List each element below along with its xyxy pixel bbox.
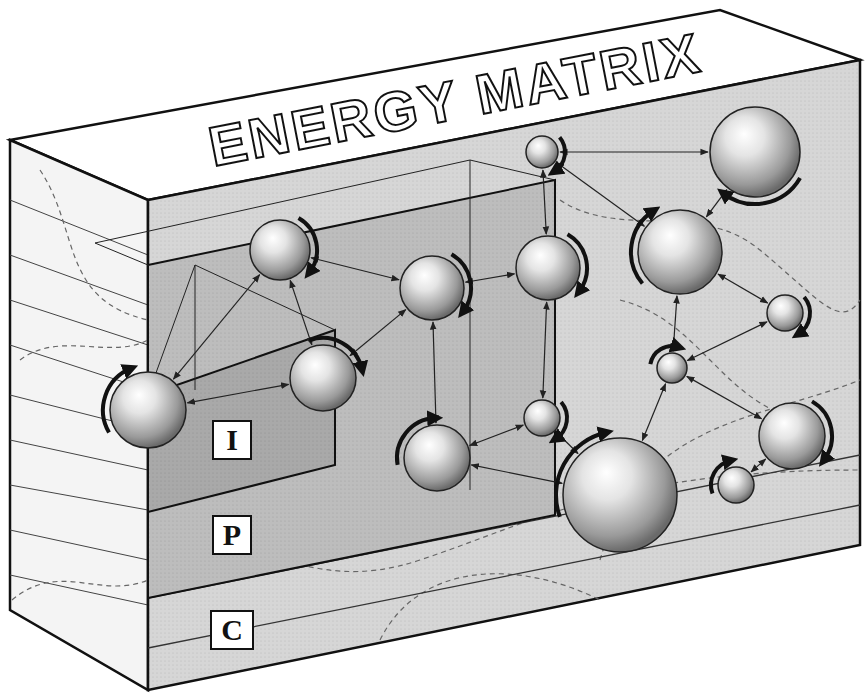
energy-sphere [526, 136, 558, 168]
spin-arrow [798, 297, 810, 334]
energy-sphere [563, 438, 677, 552]
spin-arrow [556, 433, 606, 517]
interaction-arrow [557, 163, 645, 227]
layer-letter: C [221, 614, 243, 646]
spin-arrow [397, 418, 435, 465]
layer-letter: I [226, 424, 238, 456]
interaction-arrow [543, 302, 547, 398]
matrix-title: ENERGY MATRIX [204, 25, 706, 175]
interaction-arrow [290, 280, 312, 344]
interaction-arrow [187, 384, 288, 403]
energy-sphere [516, 236, 580, 300]
interaction-arrow [543, 170, 546, 234]
interaction-arrow [687, 322, 767, 361]
interaction-arrow [470, 425, 524, 445]
interaction-arrow [673, 296, 677, 351]
interaction-arrow [751, 459, 766, 472]
interaction-arrow [173, 275, 259, 379]
spin-arrow [309, 338, 362, 369]
interaction-arrow [642, 384, 665, 441]
energy-sphere [110, 372, 186, 448]
interaction-arrow [718, 274, 768, 303]
energy-sphere [657, 353, 687, 383]
energy-sphere [400, 256, 464, 320]
spin-arrow [812, 401, 832, 460]
spin-arrow [650, 346, 678, 364]
spin-arrow [299, 218, 318, 273]
energy-sphere [404, 425, 470, 491]
energy-sphere [524, 400, 560, 436]
interaction-arrow [560, 151, 708, 152]
interaction-arrow [350, 310, 406, 356]
interaction-arrows [173, 152, 767, 483]
spin-arrow [103, 368, 131, 432]
spin-arrow [554, 137, 565, 171]
interaction-arrow [433, 322, 436, 423]
spin-arrow [711, 461, 731, 494]
interaction-arrow [466, 274, 515, 282]
energy-sphere [767, 295, 803, 331]
spin-arrow [631, 211, 654, 284]
layer-tag: I [212, 420, 252, 460]
interaction-arrow [311, 258, 399, 280]
interaction-arrow [687, 376, 762, 418]
energy-sphere [718, 467, 754, 503]
field-lines [12, 170, 860, 640]
spin-arrow [555, 402, 567, 439]
energy-sphere [290, 345, 356, 411]
energy-sphere [250, 220, 310, 280]
energy-sphere [759, 403, 825, 469]
energy-sphere [710, 107, 800, 197]
layer-tag: C [210, 610, 254, 650]
layer-tag: P [212, 515, 252, 555]
layer-letter: P [223, 519, 241, 551]
spin-arrows [103, 137, 832, 517]
energy-sphere [638, 210, 722, 294]
spin-arrow [568, 234, 588, 291]
inner-box [148, 180, 555, 598]
spin-arrow [452, 254, 471, 311]
spin-arrow [723, 178, 800, 204]
interaction-arrow [471, 465, 562, 483]
